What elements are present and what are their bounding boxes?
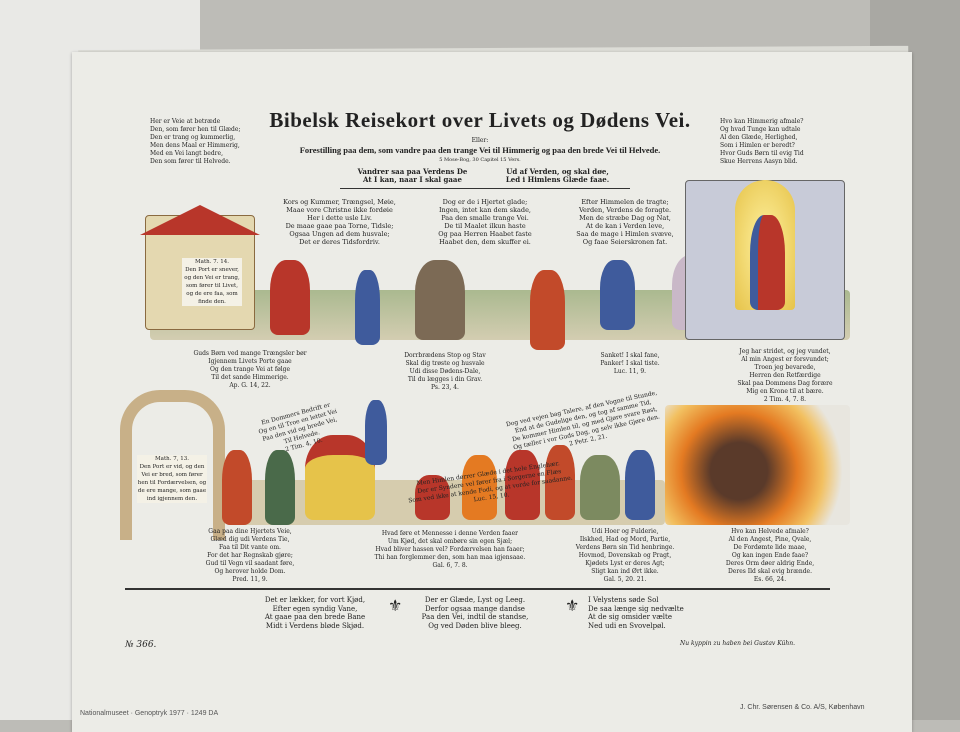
figure-woman-dress [415, 260, 465, 340]
figure-lady-yellow [305, 435, 375, 520]
top-verse-2: Dog er de i Hjertet glade; Ingen, intet … [438, 198, 532, 246]
figure-man-blue [355, 270, 380, 345]
top-verse-3: Efter Himmelen de tragte; Verden, Verden… [576, 198, 674, 246]
figure-dancer [505, 450, 540, 520]
arch-sign: Math. 7, 13. Den Port er vid, og den Vei… [137, 455, 207, 503]
corner-verse-right: Hvo kan Himmerig afmale? Og hvad Tunge k… [720, 118, 804, 165]
top-verse-1: Kors og Kummer, Trængsel, Møie, Maae vor… [283, 198, 396, 246]
figure-christ [750, 215, 785, 310]
bottom-verse-3: I Velystens søde Sol De saa længe sig ne… [588, 596, 684, 630]
intro-verse-left: Vandrer saa paa Verdens De At I kan, naa… [357, 167, 468, 184]
printer-note: Nu kyppin zu haben bei Gustav Kühn. [680, 640, 796, 647]
eller-label: Eller: [471, 137, 489, 144]
hell-mouth-fire [665, 405, 850, 525]
figure-man-book [365, 400, 387, 465]
divider [340, 188, 630, 189]
bottom-verse-1: Det er lækker, for vort Kjød, Efter egen… [264, 596, 366, 630]
figure-man-running [625, 450, 655, 520]
lower-verse-1: Gaa paa dine Hjertets Veie, Glæd dig udi… [205, 528, 295, 583]
corner-verse-left: Her er Veie at betræde Den, som fører he… [150, 118, 241, 165]
bottom-verse-2: Der er Glæde, Lyst og Leeg. Derfor ogsaa… [421, 596, 529, 630]
figure-man-bottle [545, 445, 575, 520]
figure-man-red [222, 450, 252, 525]
ornament-icon: ⚜ [565, 596, 580, 615]
footer-publisher-left: Nationalmuseet · Genoptryk 1977 · 1249 D… [80, 710, 219, 717]
figure-monk [600, 260, 635, 330]
figure-children [415, 475, 450, 520]
print-sheet [72, 52, 912, 732]
footer-publisher-right: J. Chr. Sørensen & Co. A/S, København [740, 704, 865, 711]
mid-verse-3: Sanket! I skal fane, Panker! I skal tist… [600, 352, 660, 375]
castle-roof [140, 205, 260, 235]
figure-man-red [530, 270, 565, 350]
scripture-ref: 5 Mose-Bog, 30 Capitel 15 Vers. [439, 157, 521, 163]
mid-verse-4: Jeg har stridet, og jeg vundet, Al min A… [737, 348, 833, 403]
intro-verse-right: Ud af Verden, og skal døe, Led i Himlens… [505, 167, 610, 184]
lower-verse-4: Hvo kan Helvede afmale? Al den Angest, P… [725, 528, 815, 583]
ornament-icon: ⚜ [388, 596, 403, 615]
broad-gate-arch [120, 390, 225, 540]
castle-sign: Math. 7. 14. Den Port er snever, og den … [182, 258, 242, 306]
figure-drunkard [462, 455, 497, 520]
print-title: Bibelsk Reisekort over Livets og Dødens … [269, 108, 691, 132]
lower-verse-2: Hvad føre et Mennesse i denne Verden faa… [374, 530, 526, 569]
mid-verse-2: Dorrbrædens Stop og Stav Skal dig trøste… [404, 352, 486, 391]
mid-verse-1: Guds Børn ved mange Trængsler bør Igjenn… [193, 350, 307, 389]
lower-verse-3: Udi Hoer og Fulderie, Ilskhed, Had og Mo… [575, 528, 675, 583]
figure-woman-red [270, 260, 310, 335]
bottom-divider [125, 588, 830, 590]
print-subtitle: Forestilling paa dem, som vandre paa den… [299, 145, 661, 155]
print-number: № 366. [125, 640, 157, 650]
figure-man-green [265, 450, 295, 525]
figure-woman [580, 455, 620, 520]
